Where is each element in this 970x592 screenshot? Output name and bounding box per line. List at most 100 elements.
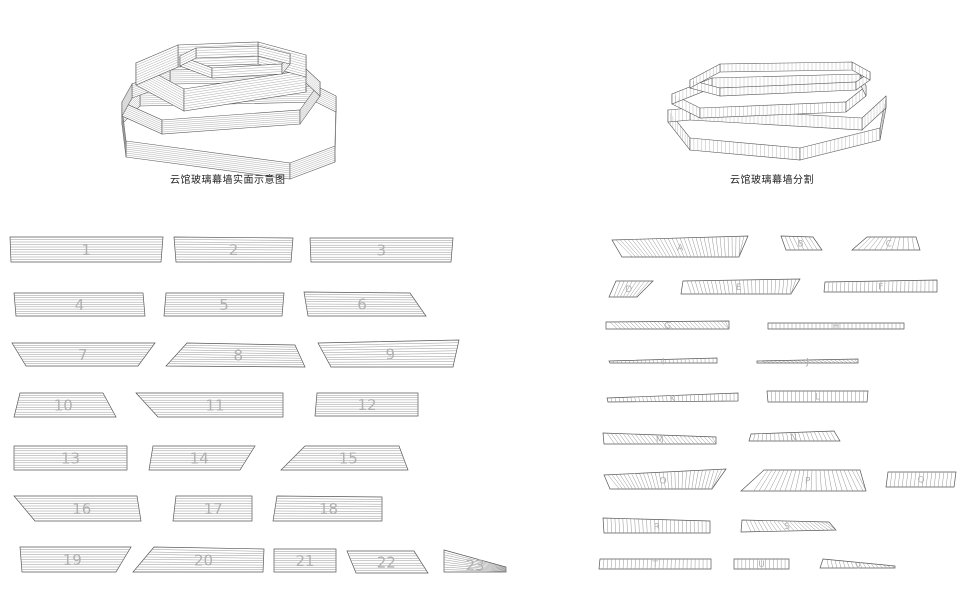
facade-panel-C-label: C [886,240,892,250]
facade-panel-D-label: D [625,285,632,295]
facade-panel-11: 11 [135,392,284,418]
facade-panel-10-label: 10 [54,396,73,414]
facade-panel-N-label: N [790,433,797,443]
facade-panel-22: 22 [346,550,429,574]
facade-panel-3: 3 [309,237,454,263]
facade-panel-O-label: O [659,477,666,487]
facade-panel-E-label: E [736,283,742,293]
facade-panel-P: P [740,469,867,492]
facade-panel-13-label: 13 [61,449,80,467]
facade-panel-A-label: A [677,244,684,254]
facade-panel-5-label: 5 [219,296,229,314]
facade-panel-15-label: 15 [339,449,358,467]
facade-panel-B-label: B [797,239,803,249]
facade-panel-19-label: 19 [63,551,82,569]
facade-panel-G: G [605,320,730,331]
facade-panel-9: 9 [317,339,460,368]
facade-panel-O: O [603,468,727,490]
facade-panel-4: 4 [13,292,146,317]
facade-panel-4-label: 4 [75,296,85,314]
facade-panel-J: J [756,358,859,368]
facade-panel-16-label: 16 [72,500,91,518]
facade-panel-7: 7 [11,342,156,367]
facade-panel-F-label: F [878,283,883,293]
facade-panel-14: 14 [148,445,256,471]
facade-panel-18: 18 [272,495,383,522]
facade-panel-P-label: P [805,477,811,487]
facade-panel-S-label: S [784,522,790,532]
facade-panel-1: 1 [9,236,164,263]
facade-panel-U: U [733,558,790,570]
facade-panel-12-label: 12 [357,396,376,414]
facade-panel-10: 10 [13,392,117,418]
facade-panel-19: 19 [19,546,132,573]
facade-panel-H: H [767,322,905,332]
facade-panel-B: B [780,235,823,251]
facade-panel-K: K [606,392,739,405]
facade-isometric-division-view [667,61,887,161]
facade-panel-L-label: L [815,393,820,403]
facade-panel-G-label: G [664,321,671,331]
facade-panel-M-label: M [656,436,664,446]
facade-panel-H-label: H [833,322,840,332]
facade-panel-2-label: 2 [229,241,239,259]
facade-panel-U-label: U [758,560,765,570]
facade-panel-17-label: 17 [204,500,223,518]
iso-ring-top [179,45,291,79]
facade-panel-I: I [608,357,718,367]
facade-panel-14-label: 14 [190,449,209,467]
facade-panel-D: D [608,280,654,298]
facade-panel-L: L [766,390,869,403]
facade-panel-23: 23 [443,549,507,575]
facade-panel-J-label: J [805,358,809,368]
facade-panel-N: N [748,430,841,443]
facade-panel-11-label: 11 [205,396,224,414]
facade-panel-13: 13 [13,445,128,471]
facade-panel-E: E [680,278,801,295]
facade-panels-vertical-hatch: A B C D E F G H I J K L M N O P Q R S T U V [598,235,957,571]
facade-panel-Q: Q [885,471,957,488]
facade-panel-16: 16 [13,495,142,522]
facade-isometric-solid-view [121,41,337,180]
caption-division-view: 云馆玻璃幕墙分割 [730,175,814,186]
facade-panel-S: S [740,519,837,533]
facade-panel-8-label: 8 [233,347,243,365]
iso-division-lower [667,95,887,161]
facade-panel-M: M [602,432,717,446]
facade-panel-7-label: 7 [78,346,88,364]
facade-panel-9-label: 9 [385,346,395,364]
facade-panel-3-label: 3 [376,241,386,259]
facade-panel-2: 2 [173,236,294,263]
facade-panel-K-label: K [670,395,677,405]
facade-panel-Q-label: Q [917,476,924,486]
facade-panel-22-label: 22 [377,553,396,571]
facade-panel-8: 8 [165,342,306,368]
facade-panel-R: R [602,517,711,534]
facade-panel-18-label: 18 [319,500,338,518]
facade-panel-23-label: 23 [465,557,484,575]
facade-panel-15: 15 [280,445,409,471]
facade-panel-20-label: 20 [194,551,213,569]
facade-panel-F: F [823,279,938,293]
facade-panel-1-label: 1 [81,241,91,259]
facade-panel-6-label: 6 [357,296,367,314]
facade-panel-V: V [819,558,896,571]
facade-panel-6: 6 [303,291,427,317]
facade-panel-V-label: V [855,561,862,571]
facade-panel-I-label: I [662,357,665,367]
facade-panel-T-label: T [652,560,659,570]
facade-panel-12: 12 [314,392,419,417]
facade-panel-21-label: 21 [295,552,314,570]
facade-panel-17: 17 [172,495,253,522]
facade-panel-A: A [611,235,749,258]
facade-panel-R-label: R [654,522,660,532]
facade-panel-21: 21 [273,548,337,573]
iso-division-upper [689,61,871,97]
facade-panel-T: T [598,558,712,570]
facade-panel-20: 20 [132,546,265,573]
caption-solid-view: 云馆玻璃幕墙实面示意图 [170,175,286,186]
facade-panel-C: C [851,236,921,251]
facade-panel-5: 5 [163,292,285,317]
